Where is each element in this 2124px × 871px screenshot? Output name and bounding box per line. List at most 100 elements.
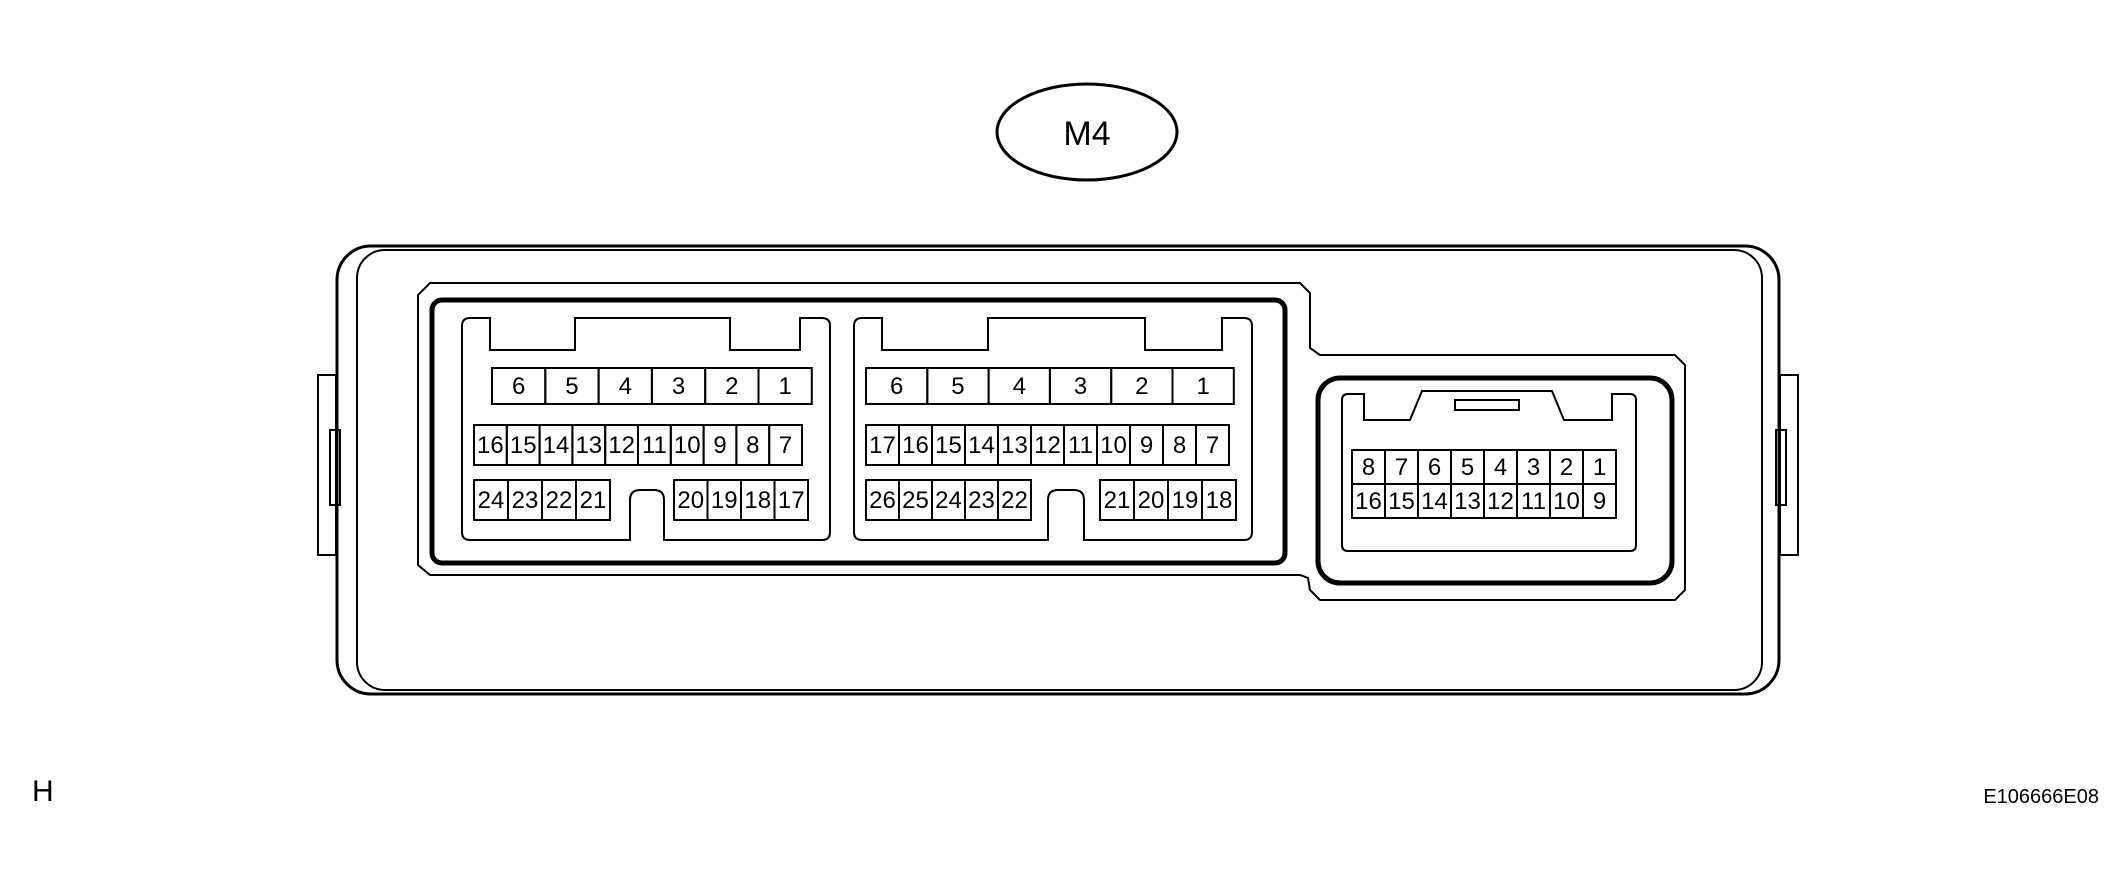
figure-code: E106666E08 xyxy=(1983,786,2099,808)
pin-cell xyxy=(1171,367,1235,405)
pin-label: 1 xyxy=(1593,454,1606,481)
pin-label: 8 xyxy=(1173,432,1186,459)
pin-19: 19 xyxy=(1167,479,1203,521)
pin-label: 2 xyxy=(725,373,738,400)
pin-cell xyxy=(997,479,1032,521)
pin-21: 21 xyxy=(575,479,611,521)
pin-7: 7 xyxy=(1384,449,1419,485)
pin-label: 10 xyxy=(1553,488,1580,515)
pin-label: 20 xyxy=(677,487,704,514)
pin-8: 8 xyxy=(1162,424,1197,466)
pin-11: 11 xyxy=(1516,483,1551,519)
connector-b-shell xyxy=(853,317,1253,541)
pin-label: 16 xyxy=(1355,488,1382,515)
pin-13: 13 xyxy=(571,424,607,466)
pin-label: 9 xyxy=(713,432,726,459)
pin-25: 25 xyxy=(898,479,933,521)
pin-cell xyxy=(773,479,809,521)
pin-label: 3 xyxy=(1527,454,1540,481)
pin-label: 4 xyxy=(1494,454,1507,481)
pin-label: 18 xyxy=(744,487,771,514)
pin-label: 4 xyxy=(619,373,632,400)
pin-1: 1 xyxy=(1171,367,1235,405)
pin-12: 12 xyxy=(604,424,640,466)
pin-3: 3 xyxy=(1048,367,1113,405)
pin-label: 2 xyxy=(1135,373,1148,400)
pin-label: 6 xyxy=(1428,454,1441,481)
pin-16: 16 xyxy=(473,424,508,466)
pin-label: 12 xyxy=(608,432,635,459)
pin-label: 3 xyxy=(1074,373,1087,400)
pin-1: 1 xyxy=(757,367,813,405)
pin-4: 4 xyxy=(1483,449,1518,485)
pin-label: 6 xyxy=(512,373,525,400)
connector-c-shell xyxy=(1341,390,1637,552)
pin-cell xyxy=(768,424,804,466)
pin-7: 7 xyxy=(1195,424,1230,466)
pin-6: 6 xyxy=(865,367,929,405)
pin-14: 14 xyxy=(964,424,999,466)
pin-label: 5 xyxy=(1461,454,1474,481)
pin-17: 17 xyxy=(865,424,900,466)
connector-ab-frame xyxy=(429,297,1288,566)
pin-label: 24 xyxy=(478,487,505,514)
pin-5: 5 xyxy=(544,367,600,405)
pin-label: 22 xyxy=(1001,487,1028,514)
pin-1: 1 xyxy=(1582,449,1617,485)
pin-21: 21 xyxy=(1099,479,1135,521)
pin-label: 9 xyxy=(1593,488,1606,515)
connector-c-frame xyxy=(1315,375,1675,586)
pin-label: 14 xyxy=(1421,488,1448,515)
pin-13: 13 xyxy=(997,424,1032,466)
pin-3: 3 xyxy=(650,367,707,405)
pin-8: 8 xyxy=(1351,449,1386,485)
pin-4: 4 xyxy=(597,367,653,405)
pin-label: 16 xyxy=(477,432,504,459)
pin-label: 18 xyxy=(1206,487,1233,514)
pin-label: 10 xyxy=(674,432,701,459)
pin-label: 14 xyxy=(968,432,995,459)
pin-20: 20 xyxy=(1133,479,1169,521)
corner-letter: H xyxy=(32,775,54,808)
pin-label: 11 xyxy=(1521,488,1546,515)
pin-cell xyxy=(575,479,611,521)
pin-19: 19 xyxy=(706,479,742,521)
pin-15: 15 xyxy=(505,424,541,466)
pin-11: 11 xyxy=(1063,424,1098,466)
pin-8: 8 xyxy=(735,424,771,466)
pin-15: 15 xyxy=(931,424,966,466)
pin-label: 11 xyxy=(1068,432,1093,459)
pin-2: 2 xyxy=(704,367,760,405)
pin-22: 22 xyxy=(997,479,1032,521)
pin-24: 24 xyxy=(473,479,509,521)
pin-12: 12 xyxy=(1483,483,1518,519)
pin-14: 14 xyxy=(538,424,574,466)
pin-11: 11 xyxy=(637,424,672,466)
pin-label: 25 xyxy=(902,487,929,514)
pin-label: 20 xyxy=(1138,487,1165,514)
pin-6: 6 xyxy=(1417,449,1452,485)
pin-label: 11 xyxy=(642,432,667,459)
pin-26: 26 xyxy=(865,479,900,521)
pin-label: 19 xyxy=(711,487,738,514)
pin-label: 17 xyxy=(778,487,805,514)
pin-label: 14 xyxy=(543,432,570,459)
pin-9: 9 xyxy=(1582,483,1617,519)
pin-label: 23 xyxy=(968,487,995,514)
connector-id-label: M4 xyxy=(1063,115,1110,153)
pin-18: 18 xyxy=(1201,479,1237,521)
pin-13: 13 xyxy=(1450,483,1485,519)
pin-label: 15 xyxy=(510,432,537,459)
pin-label: 7 xyxy=(1206,432,1219,459)
pin-label: 16 xyxy=(902,432,929,459)
pin-7: 7 xyxy=(768,424,804,466)
pin-2: 2 xyxy=(1549,449,1584,485)
pin-label: 17 xyxy=(869,432,896,459)
pin-label: 1 xyxy=(1196,373,1209,400)
connector-c-latch xyxy=(1454,399,1520,411)
pin-cell xyxy=(1201,479,1237,521)
pin-5: 5 xyxy=(926,367,990,405)
pin-label: 9 xyxy=(1140,432,1153,459)
